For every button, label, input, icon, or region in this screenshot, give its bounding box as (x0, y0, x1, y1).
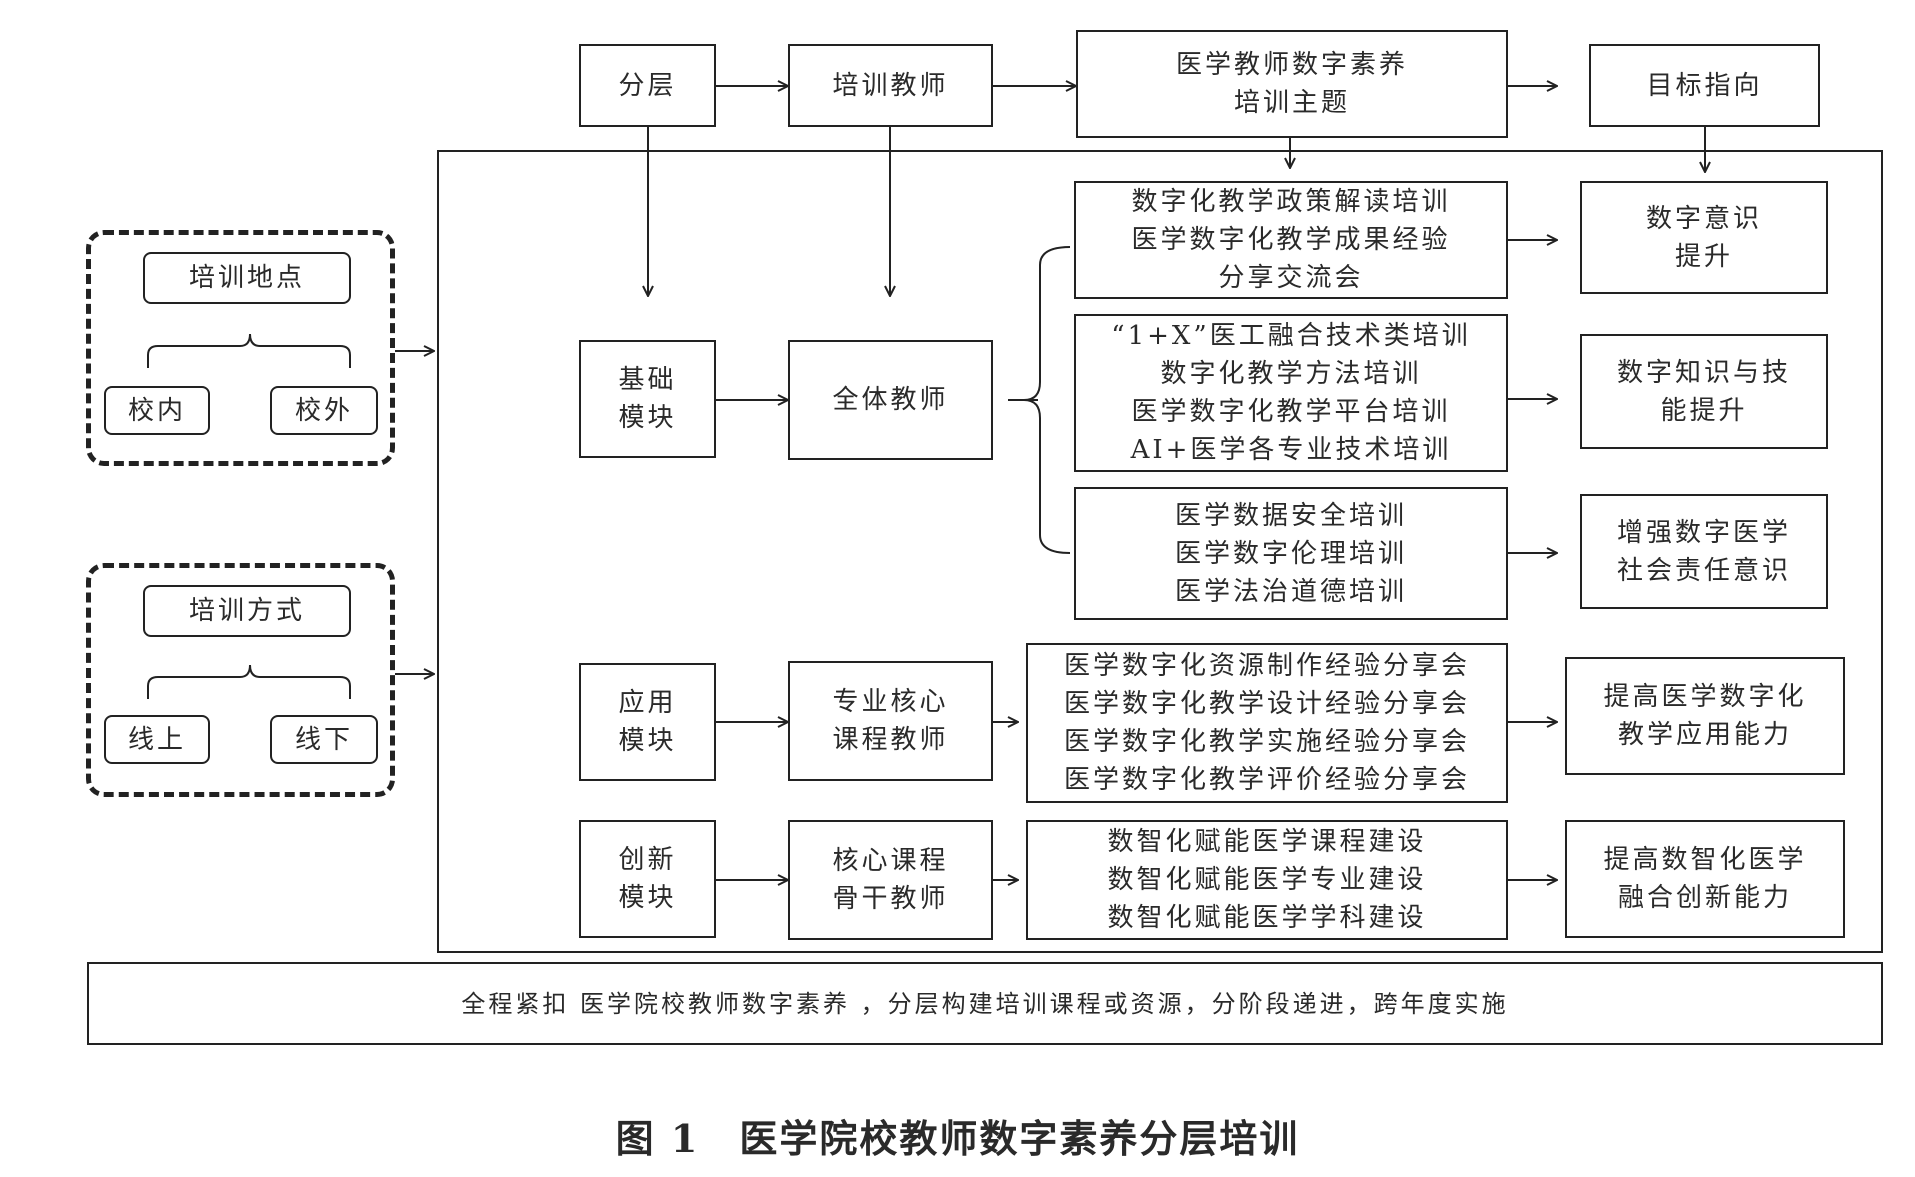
topic-line: 数字化教学政策解读培训 (1131, 187, 1451, 217)
location-option-outside: 校外 (270, 386, 378, 435)
mode-option-offline: 线下 (270, 715, 378, 764)
topic-line: 医学数字化教学设计经验分享会 (1063, 689, 1470, 719)
goal-line: 融合创新能力 (1617, 883, 1792, 913)
basic-goal-box-1: 数字意识 提升 (1580, 181, 1828, 294)
basic-topics-box-1: 数字化教学政策解读培训 医学数字化教学成果经验 分享交流会 (1074, 181, 1508, 299)
footer-note-box: 全程紧扣 医学院校教师数字素养 ，分层构建培训课程或资源，分阶段递进，跨年度实施 (87, 962, 1883, 1045)
basic-teachers-box: 全体教师 (788, 340, 993, 460)
topic-line: 医学数字化教学实施经验分享会 (1063, 727, 1470, 757)
layer-box: 分层 (579, 44, 716, 127)
modules-frame (437, 150, 1883, 953)
basic-module-box: 基础 模块 (579, 340, 716, 458)
location-panel (86, 230, 395, 466)
goal-line: 提高医学数字化 (1603, 682, 1807, 712)
goal-line: 社会责任意识 (1616, 555, 1791, 586)
mode-title-text: 培训方式 (188, 596, 305, 626)
topic-line: AI+医学各专业技术培训 (1130, 435, 1452, 465)
module-label: 模块 (618, 883, 677, 913)
goal-box: 目标指向 (1589, 44, 1820, 127)
basic-topics-box-3: 医学数据安全培训 医学数字伦理培训 医学法治道德培训 (1074, 487, 1508, 620)
module-label: 应用 (618, 688, 677, 718)
teachers-label: 核心课程 (832, 846, 949, 876)
figure-number: 图 1 (615, 1116, 700, 1161)
mode-option-text: 线下 (294, 724, 353, 755)
goal-line: 能提升 (1660, 395, 1748, 426)
module-label: 模块 (618, 726, 677, 756)
footer-note-text: 全程紧扣 医学院校教师数字素养 ，分层构建培训课程或资源，分阶段递进，跨年度实施 (461, 989, 1509, 1018)
topic-line: 数智化赋能医学专业建设 (1107, 865, 1427, 895)
mode-option-online: 线上 (104, 715, 210, 764)
topic-line: 医学数字伦理培训 (1174, 538, 1407, 569)
figure-title: 医学院校教师数字素养分层培训 (739, 1116, 1300, 1161)
teachers-label: 全体教师 (832, 385, 949, 415)
goal-line: 提升 (1674, 241, 1733, 272)
topic-line: 医学数字化教学评价经验分享会 (1063, 765, 1470, 795)
layer-label: 分层 (618, 70, 677, 101)
module-label: 模块 (618, 403, 677, 433)
goal-line: 提高数智化医学 (1603, 845, 1807, 875)
teachers-label: 骨干教师 (832, 884, 949, 914)
theme-line: 培训主题 (1233, 88, 1350, 118)
location-option-text: 校内 (127, 395, 186, 426)
location-title: 培训地点 (143, 252, 351, 304)
basic-goal-box-2: 数字知识与技 能提升 (1580, 334, 1828, 449)
goal-label: 目标指向 (1646, 70, 1763, 101)
basic-topics-box-2: “1+X”医工融合技术类培训 数字化教学方法培训 医学数字化教学平台培训 AI+… (1074, 314, 1508, 472)
mode-option-text: 线上 (127, 724, 186, 755)
goal-line: 教学应用能力 (1617, 720, 1792, 750)
goal-line: 增强数字医学 (1616, 517, 1791, 548)
topic-line: 分享交流会 (1218, 263, 1364, 293)
application-goal-box: 提高医学数字化 教学应用能力 (1565, 657, 1845, 775)
topic-line: 数字化教学方法培训 (1160, 359, 1422, 389)
location-option-text: 校外 (294, 395, 353, 426)
goal-line: 数字意识 (1645, 203, 1762, 234)
location-title-text: 培训地点 (188, 263, 305, 293)
topic-line: 医学法治道德培训 (1174, 576, 1407, 607)
teacher-box: 培训教师 (788, 44, 993, 127)
teachers-label: 专业核心 (832, 687, 949, 717)
innovation-module-box: 创新 模块 (579, 820, 716, 938)
theme-box: 医学教师数字素养 培训主题 (1076, 30, 1508, 138)
topic-line: “1+X”医工融合技术类培训 (1111, 321, 1471, 351)
application-topics-box: 医学数字化资源制作经验分享会 医学数字化教学设计经验分享会 医学数字化教学实施经… (1026, 643, 1508, 803)
mode-title: 培训方式 (143, 585, 351, 637)
goal-line: 数字知识与技 (1616, 357, 1791, 388)
teachers-label: 课程教师 (832, 725, 949, 755)
innovation-goal-box: 提高数智化医学 融合创新能力 (1565, 820, 1845, 938)
location-option-inside: 校内 (104, 386, 210, 435)
module-label: 基础 (618, 365, 677, 395)
innovation-topics-box: 数智化赋能医学课程建设 数智化赋能医学专业建设 数智化赋能医学学科建设 (1026, 820, 1508, 940)
topic-line: 医学数据安全培训 (1174, 500, 1407, 531)
figure-caption: 图 1 医学院校教师数字素养分层培训 (0, 1108, 1915, 1163)
application-teachers-box: 专业核心 课程教师 (788, 661, 993, 781)
teacher-label: 培训教师 (832, 70, 949, 101)
theme-line: 医学教师数字素养 (1175, 50, 1408, 80)
innovation-teachers-box: 核心课程 骨干教师 (788, 820, 993, 940)
topic-line: 数智化赋能医学课程建设 (1107, 827, 1427, 857)
mode-panel (86, 563, 395, 797)
application-module-box: 应用 模块 (579, 663, 716, 781)
topic-line: 医学数字化资源制作经验分享会 (1063, 651, 1470, 681)
module-label: 创新 (618, 845, 677, 875)
topic-line: 医学数字化教学成果经验 (1131, 225, 1451, 255)
topic-line: 医学数字化教学平台培训 (1131, 397, 1451, 427)
basic-goal-box-3: 增强数字医学 社会责任意识 (1580, 494, 1828, 609)
topic-line: 数智化赋能医学学科建设 (1107, 903, 1427, 933)
